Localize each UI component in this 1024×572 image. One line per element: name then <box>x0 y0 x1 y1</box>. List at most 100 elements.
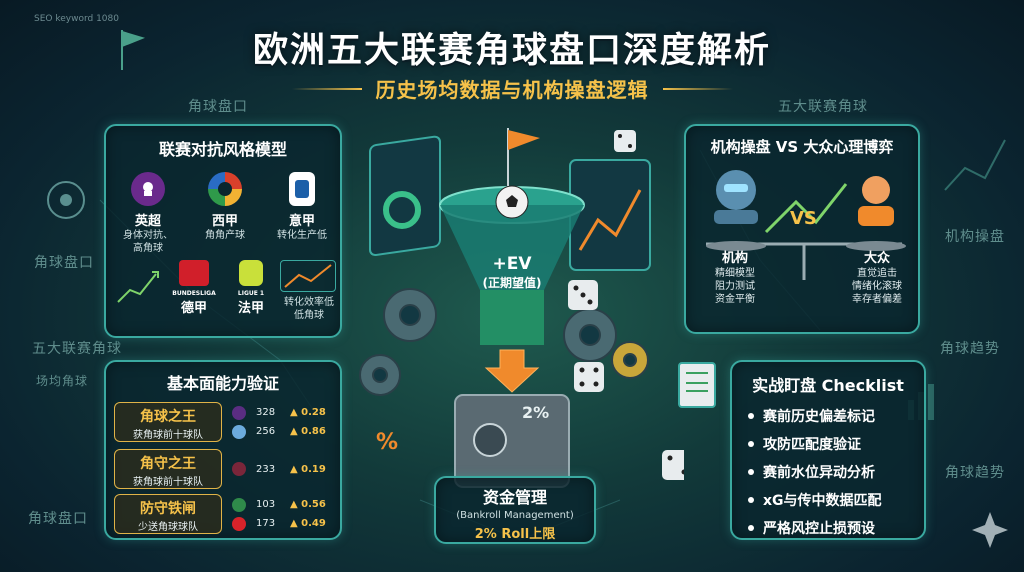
ability-desc: 少送角球球队 <box>138 522 198 533</box>
robot-icon <box>714 170 758 224</box>
bullet-icon <box>748 469 754 475</box>
stat-delta: ▲ 0.19 <box>290 463 326 475</box>
stat-item: 233 ▲ 0.19 <box>232 460 326 479</box>
panel-title: 基本面能力验证 <box>166 374 279 393</box>
percent-icon: % <box>376 430 399 455</box>
bg-keyword: 五大联赛角球 <box>778 99 868 115</box>
ability-row: 角守之王 获角球前十球队 233 ▲ 0.19 <box>114 449 326 489</box>
soccer-ball-icon <box>47 181 85 219</box>
safe-percent: 2% <box>522 403 550 422</box>
bg-keyword: 五大联赛角球 <box>32 341 122 357</box>
team-badge-icon <box>232 424 246 439</box>
vs-point: 情绪化滚球 <box>852 281 902 292</box>
flag-icon <box>507 128 540 186</box>
ability-desc: 获角球前十球队 <box>133 430 203 441</box>
league-ligue1: LIGUE 1 法甲 <box>226 260 276 316</box>
gear-icon <box>359 288 649 396</box>
list-item: xG与传中数据匹配 <box>748 490 924 510</box>
premier-league-logo-icon <box>131 172 165 206</box>
panel-title: 联赛对抗风格模型 <box>158 140 287 159</box>
team-badge-icon <box>232 462 246 476</box>
divider <box>662 87 733 90</box>
money-subtitle: (Bankroll Management) <box>456 510 574 521</box>
league-desc: 角角产球 <box>205 230 245 241</box>
versus-panel: 机构操盘 VS 大众心理博弈 VS 机构 精细模型 阻力测试 资金平衡 大众 直… <box>684 124 920 334</box>
league-style-panel: 联赛对抗风格模型 英超 身体对抗、 高角球 西甲 角角产球 意甲 转化生产低 B… <box>104 124 342 338</box>
league-name: 英超 <box>134 214 161 229</box>
bullet-icon <box>748 413 754 419</box>
league-epl: 英超 身体对抗、 高角球 <box>108 172 188 255</box>
list-item: 赛前水位异动分析 <box>748 462 924 482</box>
ability-row: 防守铁闸 少送角球球队 103 ▲ 0.56 173 ▲ 0.49 <box>114 494 326 534</box>
panel-title: 实战盯盘 Checklist <box>752 376 904 395</box>
vs-point: 幸存者偏差 <box>852 294 902 305</box>
ability-label: 角守之王 获角球前十球队 <box>114 449 222 489</box>
ability-name: 防守铁闸 <box>140 501 196 517</box>
stat-delta: ▲ 0.56 <box>290 499 326 510</box>
bg-keyword: 角球盘口 <box>188 99 248 115</box>
league-desc: 身体对抗、 <box>123 230 173 241</box>
vs-label: VS <box>790 208 817 229</box>
league-desc: 低角球 <box>294 310 324 321</box>
stat-item: 103 ▲ 0.56 <box>232 495 326 514</box>
divider <box>291 87 362 90</box>
ligue1-logo-icon <box>239 260 263 286</box>
ability-desc: 获角球前十球队 <box>133 477 203 488</box>
person-icon <box>858 176 894 226</box>
laliga-logo-icon <box>208 172 242 206</box>
flag-icon <box>121 30 146 70</box>
bg-keyword: 角球盘口 <box>28 511 88 527</box>
monitor-icon <box>569 159 651 271</box>
scale-illustration: VS <box>706 170 906 280</box>
public-column: 大众 直觉追击 情绪化滚球 幸存者偏差 <box>840 252 914 306</box>
institution-column: 机构 精细模型 阻力测试 资金平衡 <box>700 252 770 306</box>
money-title: 资金管理 <box>482 488 547 507</box>
league-name: 西甲 <box>211 214 238 229</box>
bg-keyword: 场均角球 <box>36 374 89 388</box>
vs-point: 资金平衡 <box>715 294 755 305</box>
bullet-icon <box>748 441 754 447</box>
logo-text: BUNDESLIGA <box>172 290 216 297</box>
stat-value: 328 <box>256 407 276 418</box>
bundesliga-logo-icon <box>179 260 209 286</box>
team-badge-icon <box>232 405 246 420</box>
money-limit: 2% Roll上限 <box>474 527 556 542</box>
vs-head: 大众 <box>863 251 890 266</box>
bg-keyword: 角球趋势 <box>940 341 1000 357</box>
clipboard-icon <box>678 362 716 408</box>
dice-icon <box>568 280 598 310</box>
page-subtitle: 历史场均数据与机构操盘逻辑 <box>375 78 649 102</box>
ability-panel: 基本面能力验证 角球之王 获角球前十球队 328 ▲ 0.28 256 ▲ 0.… <box>104 360 342 540</box>
league-name: 意甲 <box>288 214 315 229</box>
safe-icon <box>454 394 570 488</box>
league-laliga: 西甲 角角产球 <box>185 172 265 242</box>
team-badge-icon <box>232 516 246 531</box>
bankroll-panel: 资金管理 (Bankroll Management) 2% Roll上限 <box>434 476 596 544</box>
stat-item: 173 ▲ 0.49 <box>232 514 326 533</box>
league-desc: 转化生产低 <box>277 230 327 241</box>
monitor-icon <box>369 135 441 257</box>
list-item: 赛前历史偏差标记 <box>748 406 924 426</box>
team-badge-icon <box>232 497 246 512</box>
vs-point: 精细模型 <box>715 268 755 279</box>
league-name: 法甲 <box>237 301 264 316</box>
funnel-label: +EV (正期望值) <box>452 254 572 291</box>
checklist-panel: 实战盯盘 Checklist 赛前历史偏差标记 攻防匹配度验证 赛前水位异动分析… <box>730 360 926 540</box>
stat-item: 328 ▲ 0.28 <box>232 403 326 422</box>
ability-row: 角球之王 获角球前十球队 328 ▲ 0.28 256 ▲ 0.86 <box>114 402 326 442</box>
dice-icon <box>574 362 604 392</box>
bg-keyword: 机构操盘 <box>945 229 1005 245</box>
league-desc: 高角球 <box>133 243 163 254</box>
ev-desc: (正期望值) <box>482 276 542 290</box>
stat-delta: ▲ 0.49 <box>290 518 326 529</box>
down-arrow-icon <box>484 349 540 393</box>
ability-label: 角球之王 获角球前十球队 <box>114 402 222 442</box>
panel-title: 机构操盘 VS 大众心理博弈 <box>710 138 894 156</box>
dice-icon <box>662 450 684 480</box>
sparkle-icon <box>972 512 1008 548</box>
stat-delta: ▲ 0.86 <box>290 426 326 437</box>
dice-icon <box>614 130 636 152</box>
stat-value: 233 <box>256 463 276 475</box>
ev-label: +EV <box>492 254 532 274</box>
stat-value: 256 <box>256 426 276 437</box>
